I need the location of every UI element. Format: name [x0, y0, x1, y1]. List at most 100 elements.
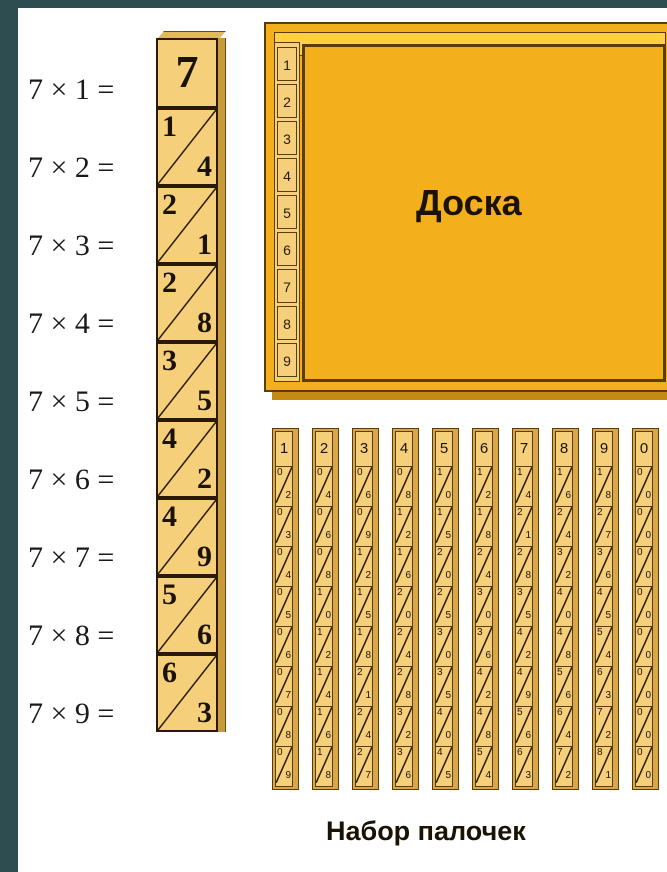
rod-cell-tens: 5 — [517, 708, 523, 718]
board-strip-number: 4 — [277, 158, 297, 192]
rod-cell-tens: 1 — [597, 468, 603, 478]
rod-cell-tens: 1 — [477, 468, 483, 478]
board-strip-number: 5 — [277, 195, 297, 229]
rod-cell: 04 — [316, 466, 332, 502]
rod-cell-tens: 1 — [317, 668, 323, 678]
rod-cell: 05 — [276, 586, 292, 622]
rod-cell: 12 — [396, 506, 412, 542]
rod-cell-tens: 1 — [437, 508, 443, 518]
rod-cell: 30 — [476, 586, 492, 622]
rod-cell-units: 4 — [525, 491, 531, 501]
tens-digit: 4 — [162, 502, 177, 532]
slide-canvas: 7 × 1 = 7 × 2 = 7 × 3 = 7 × 4 = 7 × 5 = … — [18, 8, 667, 872]
rod-cell: 06 — [356, 466, 372, 502]
rod-head-digit: 2 — [316, 434, 332, 464]
rod-cell-tens: 2 — [437, 588, 443, 598]
rod-cell: 36 — [396, 746, 412, 782]
rod-cell: 54 — [596, 626, 612, 662]
rod-top-face — [158, 31, 226, 38]
rod-cell-units: 2 — [365, 571, 371, 581]
rod-cell-tens: 3 — [597, 548, 603, 558]
rod-cell-tens: 1 — [317, 628, 323, 638]
rod-cell-tens: 0 — [397, 468, 403, 478]
rod-cell-tens: 1 — [397, 548, 403, 558]
rod-head-digit: 3 — [356, 434, 372, 464]
rod-cell: 15 — [436, 506, 452, 542]
rod-cell-units: 4 — [405, 651, 411, 661]
rod-cell: 30 — [436, 626, 452, 662]
rod-cell-tens: 3 — [477, 628, 483, 638]
rod-cell-tens: 1 — [317, 588, 323, 598]
rod-cell-tens: 0 — [277, 468, 283, 478]
units-digit: 4 — [197, 152, 212, 182]
rod-cell: 09 — [356, 506, 372, 542]
units-digit: 9 — [197, 542, 212, 572]
rod-cell: 04 — [276, 546, 292, 582]
rod-cell-units: 0 — [645, 771, 651, 781]
rod-cell: 12 — [356, 546, 372, 582]
rod-head-cell: 7 — [156, 38, 218, 108]
rod-cell-tens: 5 — [557, 668, 563, 678]
rod-cell-tens: 0 — [637, 508, 643, 518]
rod-cell-units: 5 — [365, 611, 371, 621]
rod-cell-tens: 1 — [317, 708, 323, 718]
rod-cell-tens: 2 — [437, 548, 443, 558]
rod-side-face — [218, 38, 226, 108]
rod-cell: 25 — [436, 586, 452, 622]
rod-cell-tens: 4 — [557, 588, 563, 598]
rod-face: 10203040506070809 — [275, 431, 293, 787]
rod-cell: 18 — [316, 746, 332, 782]
rod-cell-tens: 0 — [277, 668, 283, 678]
rod-cell: 64 — [556, 706, 572, 742]
rod-0: 00000000000000000 — [632, 428, 659, 790]
rod-cell-units: 6 — [405, 771, 411, 781]
tens-digit: 6 — [162, 658, 177, 688]
rod-cell-units: 3 — [285, 531, 291, 541]
rod-cell-tens: 3 — [477, 588, 483, 598]
tens-digit: 2 — [162, 190, 177, 220]
rod-cell-tens: 3 — [437, 628, 443, 638]
rod-cell-tens: 0 — [637, 548, 643, 558]
rod-cell: 35 — [436, 666, 452, 702]
rod-cell-units: 2 — [325, 651, 331, 661]
units-digit: 1 — [197, 230, 212, 260]
rod-cell-tens: 2 — [357, 708, 363, 718]
rod-5: 51015202530354045 — [432, 428, 459, 790]
rod-face: 61218243036424854 — [475, 431, 493, 787]
rod-cell-units: 0 — [645, 651, 651, 661]
rod-side-face — [218, 654, 226, 732]
rod-cell-units: 4 — [605, 651, 611, 661]
rod-cell: 00 — [636, 586, 652, 622]
rod-cell-units: 0 — [645, 731, 651, 741]
rod-cell-units: 5 — [445, 531, 451, 541]
rod-cell-tens: 4 — [557, 628, 563, 638]
rod-cell-tens: 0 — [317, 508, 323, 518]
rod-cell-units: 2 — [285, 491, 291, 501]
rod-cell-units: 4 — [325, 691, 331, 701]
rod-cell-tens: 2 — [517, 548, 523, 558]
rod-cell-units: 6 — [325, 731, 331, 741]
rod-cell-units: 6 — [485, 651, 491, 661]
units-digit: 6 — [197, 620, 212, 650]
rod-cell-tens: 1 — [517, 468, 523, 478]
rod-cell-tens: 6 — [517, 748, 523, 758]
rod-cell-tens: 0 — [637, 588, 643, 598]
rod-cell-tens: 4 — [517, 668, 523, 678]
